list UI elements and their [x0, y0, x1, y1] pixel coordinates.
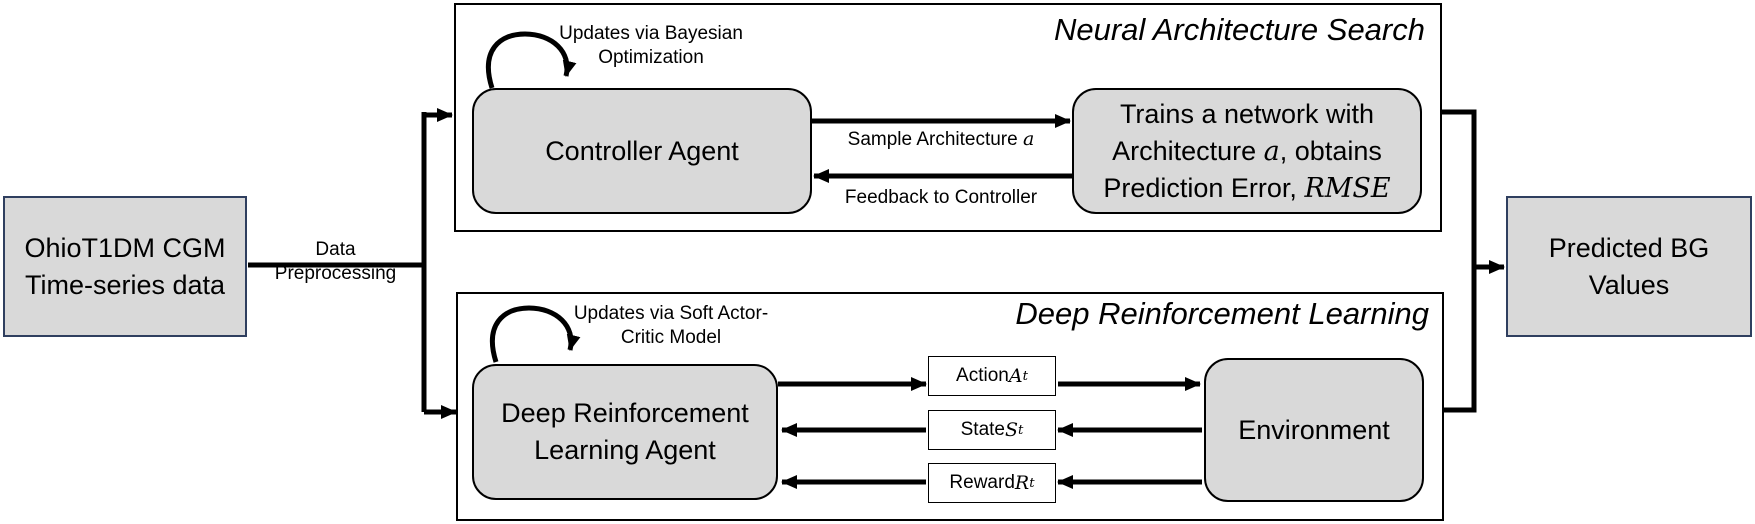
nas-update-label: Updates via Bayesian Optimization	[559, 23, 743, 68]
input-label-line2: Time-series data	[24, 269, 226, 300]
feedback-label: Feedback to Controller	[844, 187, 1038, 208]
nas-loop-icon	[485, 31, 577, 89]
drl-title: Deep Reinforcement Learning	[1015, 296, 1429, 331]
nas-frame	[454, 3, 1442, 232]
input-data-box: OhioT1DM CGM Time-series data	[3, 196, 247, 337]
controller-agent-box: Controller Agent	[472, 88, 812, 214]
environment-label: Environment	[1238, 414, 1390, 445]
trainer-box: Trains a network with Architecture a, ob…	[1072, 88, 1422, 214]
drl-update-label: Updates via Soft Actor- Critic Model	[573, 303, 769, 348]
nas-out-connector	[1442, 109, 1477, 413]
output-box: Predicted BG Values	[1506, 196, 1752, 337]
input-label-line1: OhioT1DM CGM	[24, 232, 226, 263]
drl-loop-icon	[489, 305, 581, 363]
controller-agent-label: Controller Agent	[545, 135, 739, 166]
drl-frame	[456, 292, 1444, 521]
drl-agent-box: Deep Reinforcement Learning Agent	[472, 364, 778, 500]
environment-box: Environment	[1204, 358, 1424, 502]
preprocessing-label: Data Preprocessing	[274, 239, 397, 284]
nas-title: Neural Architecture Search	[1053, 12, 1425, 47]
sample-architecture-label: Sample Architecture a	[847, 128, 1035, 150]
